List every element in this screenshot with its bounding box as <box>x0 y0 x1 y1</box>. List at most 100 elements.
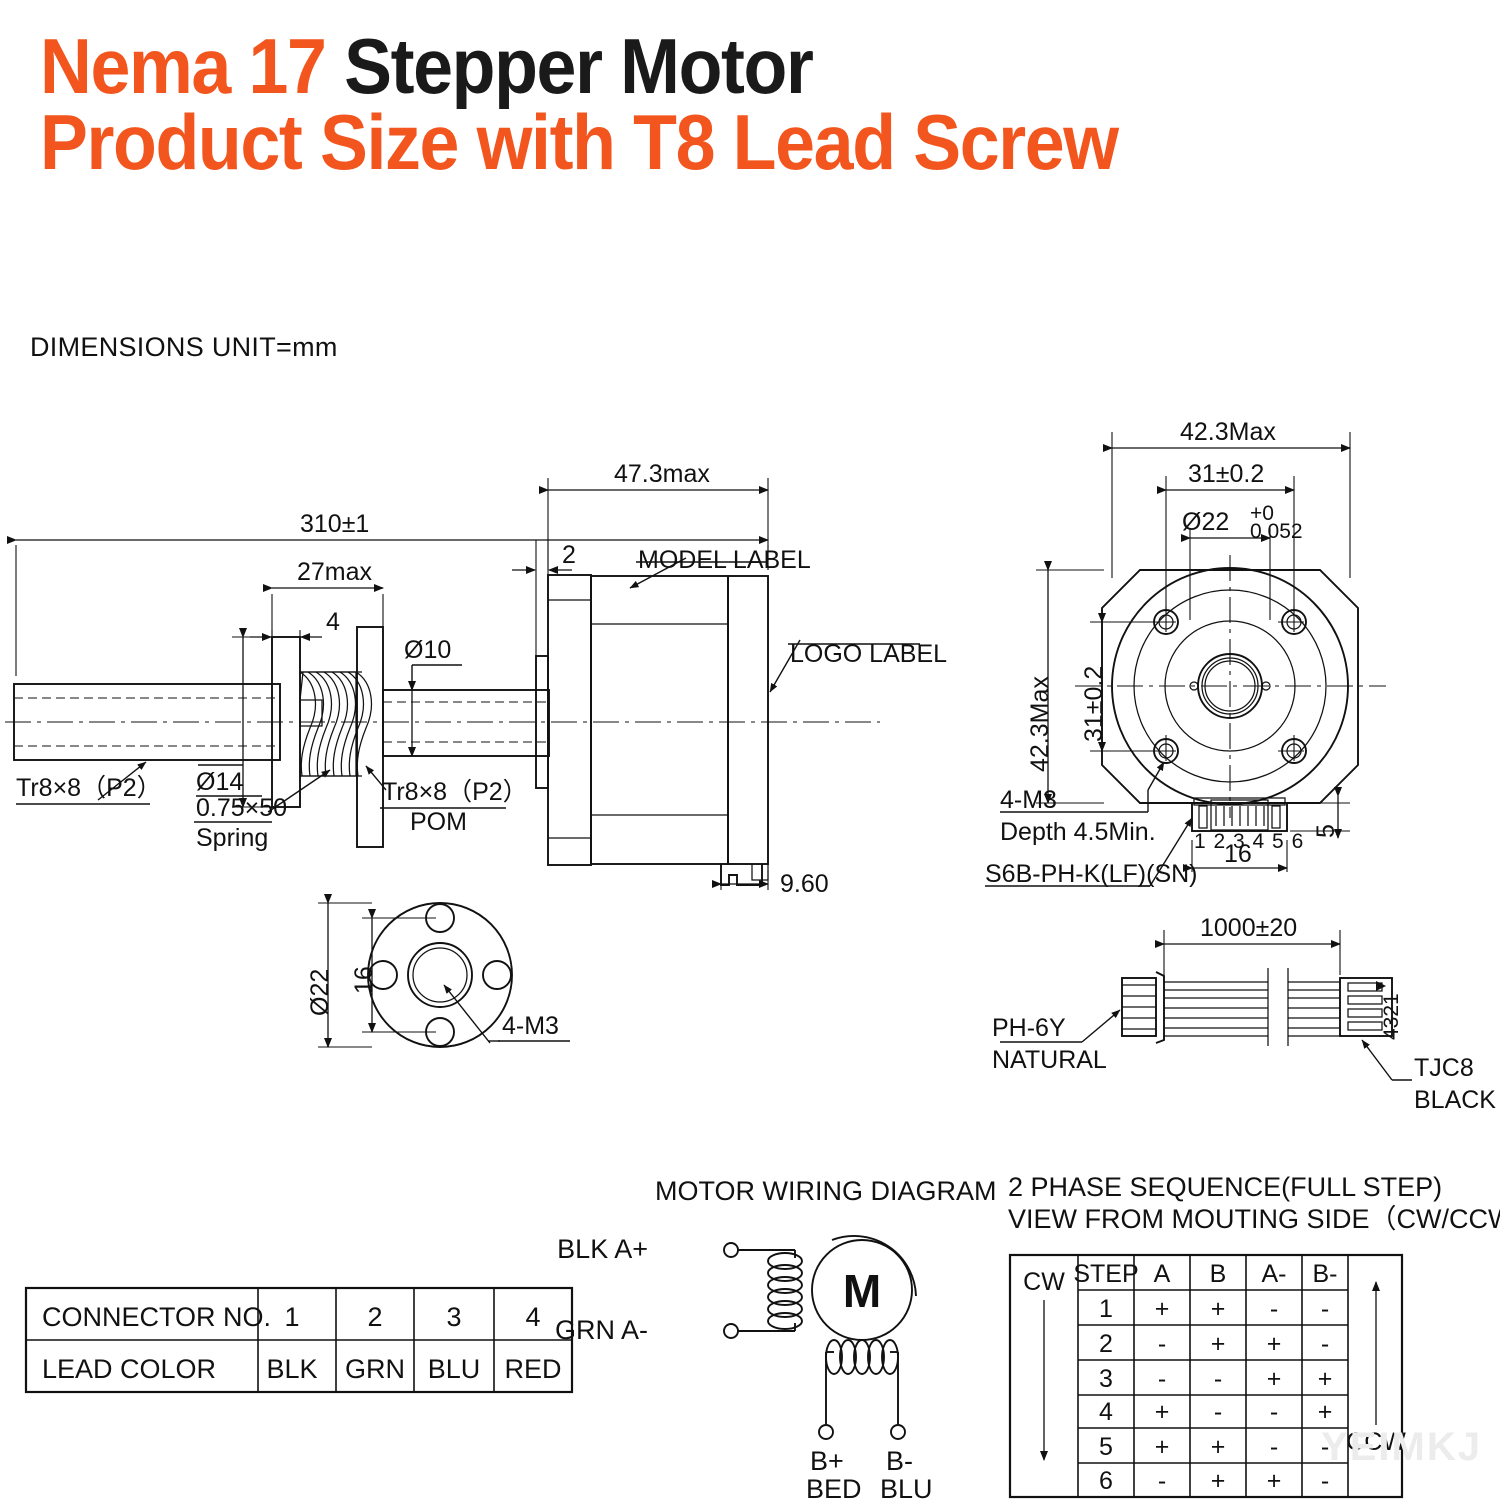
callout-mounting-holes: 4-M3 Depth 4.5Min. <box>1000 761 1165 846</box>
dimensions-unit-note: DIMENSIONS UNIT=mm <box>30 332 338 362</box>
phase-seq-r3-c2: - <box>1214 1398 1222 1426</box>
phase-seq-col-3: A- <box>1262 1260 1287 1288</box>
dim-d10-label: Ø10 <box>404 636 451 664</box>
title-brand: Nema 17 <box>40 22 345 110</box>
terminal-b-minus-label: B- <box>886 1446 913 1476</box>
dim-front-width: 42.3Max <box>1103 418 1351 578</box>
dim-d22-label: Ø22 <box>1182 508 1229 536</box>
dim-31-v-label: 31±0.2 <box>1080 666 1108 742</box>
label-shaft-text: Tr8×8（P2） <box>16 774 162 802</box>
dim-connector-depth: 5 <box>1290 787 1350 839</box>
side-view-assembly: 310±1 27max 4 <box>5 460 947 898</box>
wiring-diagram-title: MOTOR WIRING DIAGRAM <box>655 1176 997 1206</box>
mounting-holes-depth: Depth 4.5Min. <box>1000 818 1156 846</box>
dim-hole-pitch-vertical: 31±0.2 <box>1080 613 1160 752</box>
phase-seq-r2-c0: 3 <box>1099 1365 1113 1393</box>
coil-phase-a <box>767 1252 803 1330</box>
dim-9-60-label: 9.60 <box>780 870 829 898</box>
flange-end-view: Ø22 16 4-M3 <box>306 894 570 1048</box>
phase-seq-r1-c3: + <box>1267 1330 1282 1358</box>
dim-boss-diameter: Ø22 +0 0.052 <box>1181 502 1303 620</box>
phase-seq-r4-c1: + <box>1155 1433 1170 1461</box>
dim-nut-length: 27max <box>263 558 384 640</box>
motor-wiring-diagram: MOTOR WIRING DIAGRAM BLK A+ GRN A- <box>555 1176 997 1500</box>
phase-seq-col-0: STEP <box>1073 1260 1138 1288</box>
cable-right-connector-label: TJC8 <box>1414 1054 1474 1082</box>
phase-seq-r2-c3: + <box>1267 1365 1282 1393</box>
cable-left-connector-label: PH-6Y <box>992 1014 1066 1042</box>
dim-flange-thickness: 4 <box>250 608 340 668</box>
phase-seq-r5-c2: + <box>1211 1467 1226 1495</box>
phase-seq-r4-c3: - <box>1270 1433 1278 1461</box>
phase-seq-r4-c0: 5 <box>1099 1433 1113 1461</box>
phase-seq-r0-c2: + <box>1211 1295 1226 1323</box>
phase-seq-title-1: 2 PHASE SEQUENCE(FULL STEP) <box>1008 1172 1442 1202</box>
dim-connector-width: 16 <box>1183 840 1288 872</box>
dim-connector-height: 9.60 <box>712 870 829 898</box>
connector-table-row1-cell3: RED <box>504 1354 561 1384</box>
phase-seq-r0-c1: + <box>1155 1295 1170 1323</box>
phase-seq-r2-c2: - <box>1214 1365 1222 1393</box>
phase-seq-r0-c0: 1 <box>1099 1295 1113 1323</box>
phase-seq-col-1: A <box>1154 1260 1171 1288</box>
label-shaft-thread: Tr8×8（P2） <box>16 761 162 805</box>
connector-pin-numbers: 1 2 3 4 5 6 <box>1194 830 1304 853</box>
dim-42-3max-v-label: 42.3Max <box>1026 676 1054 772</box>
phase-seq-r4-c4: - <box>1321 1433 1329 1461</box>
connector-type-label: S6B-PH-K(LF)(SN) <box>985 860 1198 888</box>
dim-spring-diameter: Ø14 <box>196 628 280 808</box>
pcb-connector: 1 2 3 4 5 6 <box>1191 797 1304 853</box>
dim-31-h-label: 31±0.2 <box>1188 460 1264 488</box>
terminal-b-plus-label: B+ <box>810 1446 844 1476</box>
phase-seq-ccw-label: CCW <box>1346 1428 1406 1456</box>
front-view-motor: 1 2 3 4 5 6 42.3Max 31±0.2 Ø2 <box>985 418 1386 888</box>
phase-seq-r1-c4: - <box>1321 1330 1329 1358</box>
dim-2-label: 2 <box>562 541 576 569</box>
connector-table-row1-header: LEAD COLOR <box>42 1354 216 1384</box>
flange-holes-label: 4-M3 <box>502 1012 559 1040</box>
dim-hole-pitch-horizontal: 31±0.2 <box>1157 460 1295 612</box>
mounting-holes-label: 4-M3 <box>1000 786 1057 814</box>
callout-model-label: MODEL LABEL <box>629 546 811 589</box>
label-spring: 0.75×50 Spring <box>194 769 331 852</box>
dim-screw-diameter: Ø10 <box>400 636 462 757</box>
dim-47-3max-label: 47.3max <box>614 460 710 488</box>
dim-front-height: 42.3Max <box>1026 561 1104 804</box>
dim-4-label: 4 <box>326 608 340 636</box>
dim-5-label: 5 <box>1312 824 1340 838</box>
dim-motor-length: 47.3max <box>539 460 769 570</box>
flange-dia-label: Ø22 <box>306 969 334 1016</box>
terminal-b-minus-color: BLU <box>880 1474 933 1500</box>
dim-d22-tol-upper: +0 <box>1250 502 1274 525</box>
phase-seq-r2-c4: + <box>1318 1365 1333 1393</box>
callout-connector-type: S6B-PH-K(LF)(SN) <box>985 817 1198 888</box>
dim-total-length: 310±1 <box>7 510 769 676</box>
cable-pin-numbers: 4321 <box>1380 993 1403 1040</box>
cable-left-connector-color: NATURAL <box>992 1046 1107 1074</box>
label-spring-size: 0.75×50 <box>196 794 287 822</box>
motor-symbol-m: M <box>843 1265 881 1317</box>
phase-sequence-block: 2 PHASE SEQUENCE(FULL STEP) VIEW FROM MO… <box>1008 1172 1500 1499</box>
dim-d14-label: Ø14 <box>196 768 243 796</box>
label-pom-material: POM <box>410 808 467 836</box>
phase-seq-cw-label: CW <box>1023 1268 1065 1296</box>
page-title: Nema 17 Stepper Motor Product Size with … <box>40 27 1480 187</box>
phase-seq-r1-c2: + <box>1211 1330 1226 1358</box>
connector-table: CONNECTOR NO. 1 2 3 4 LEAD COLOR BLK GRN… <box>24 1286 574 1394</box>
title-line-2: Product Size with T8 Lead Screw <box>40 98 1119 187</box>
connector-table-row1-cell0: BLK <box>266 1354 317 1384</box>
cable-right-connector-color: BLACK <box>1414 1086 1496 1114</box>
phase-seq-col-2: B <box>1210 1260 1227 1288</box>
phase-seq-r1-c1: - <box>1158 1330 1166 1358</box>
dim-1000-label: 1000±20 <box>1200 914 1297 942</box>
phase-seq-r5-c1: - <box>1158 1467 1166 1495</box>
phase-seq-col-4: B- <box>1313 1260 1338 1288</box>
connector-table-row0-cell2: 3 <box>446 1302 461 1332</box>
phase-seq-r0-c3: - <box>1270 1295 1278 1323</box>
title-product: Stepper Motor <box>344 22 814 110</box>
flange-bolt-circle-label: 16 <box>350 966 378 994</box>
connector-table-row1-cell1: GRN <box>345 1354 405 1384</box>
dim-d22-tol-lower: 0.052 <box>1250 520 1303 543</box>
label-pom-nut: Tr8×8（P2） POM <box>365 765 528 836</box>
